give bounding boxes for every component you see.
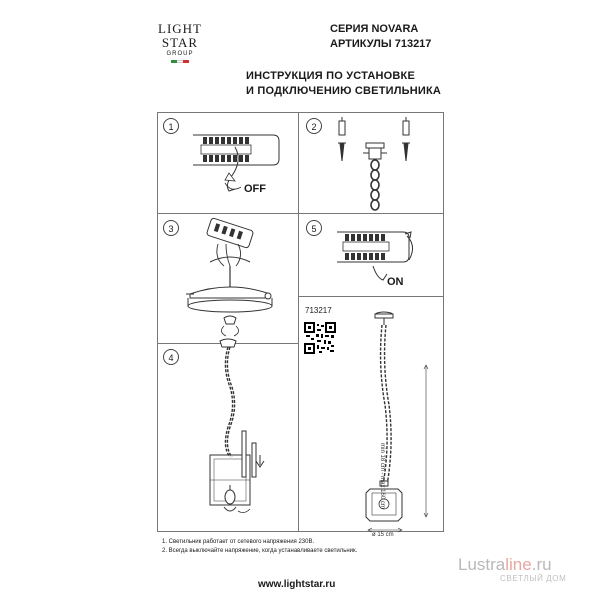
installation-notes: 1. Светильник работает от сетевого напря…: [162, 538, 357, 556]
divider-bottom: [298, 296, 299, 532]
divider-row-2-right: [298, 296, 444, 297]
diameter-label: ø 15 cm: [372, 532, 394, 538]
article-numbers: АРТИКУЛЫ 713217: [330, 38, 432, 50]
step-1-breaker-off-illustration: [193, 134, 280, 192]
logo-line-1: LIGHT: [158, 21, 202, 36]
watermark-part-1: Lustra: [458, 555, 506, 574]
instruction-title-line-1: ИНСТРУКЦИЯ ПО УСТАНОВКЕ: [246, 70, 415, 82]
step-3-number: 3: [163, 220, 179, 236]
series-name: СЕРИЯ NOVARA: [330, 23, 419, 35]
step-5-number: 5: [306, 220, 322, 236]
on-label: ON: [387, 276, 404, 288]
height-range-label: min 18 cm - max 160 cm: [379, 443, 385, 509]
watermark-subtitle: СВЕТЛЫЙ ДОМ: [500, 574, 567, 583]
watermark-part-2: line: [505, 555, 532, 574]
instructions-frame: [157, 112, 444, 532]
note-1: 1. Светильник работает от сетевого напря…: [162, 539, 315, 545]
product-dimension-drawing: [365, 311, 429, 533]
divider-row-1: [157, 213, 444, 214]
logo-line-3: GROUP: [166, 51, 194, 57]
step-1-number: 1: [163, 118, 179, 134]
divider-top: [298, 112, 299, 296]
product-model-number: 713217: [305, 306, 332, 315]
step-2-number: 2: [306, 118, 322, 134]
step-5-breaker-on-illustration: [337, 231, 413, 281]
logo-line-2: STAR: [161, 35, 199, 50]
lightstar-logo: LIGHT STAR GROUP: [150, 22, 210, 92]
lustraline-watermark: Lustraline.ru: [458, 555, 552, 575]
step-2-mounting-illustration: [338, 117, 410, 211]
qr-code-icon: [304, 322, 336, 354]
off-label: OFF: [244, 183, 266, 195]
watermark-part-3: .ru: [531, 555, 552, 574]
step-4-assembly-illustration: [209, 338, 265, 513]
italian-flag-icon: [171, 60, 189, 63]
note-2: 2. Всегда выключайте напряжение, когда у…: [162, 548, 358, 554]
instruction-title-line-2: И ПОДКЛЮЧЕНИЮ СВЕТИЛЬНИКА: [246, 85, 442, 97]
website-link[interactable]: www.lightstar.ru: [258, 579, 336, 590]
step-4-number: 4: [163, 349, 179, 365]
step-3-wiring-illustration: [186, 218, 273, 337]
